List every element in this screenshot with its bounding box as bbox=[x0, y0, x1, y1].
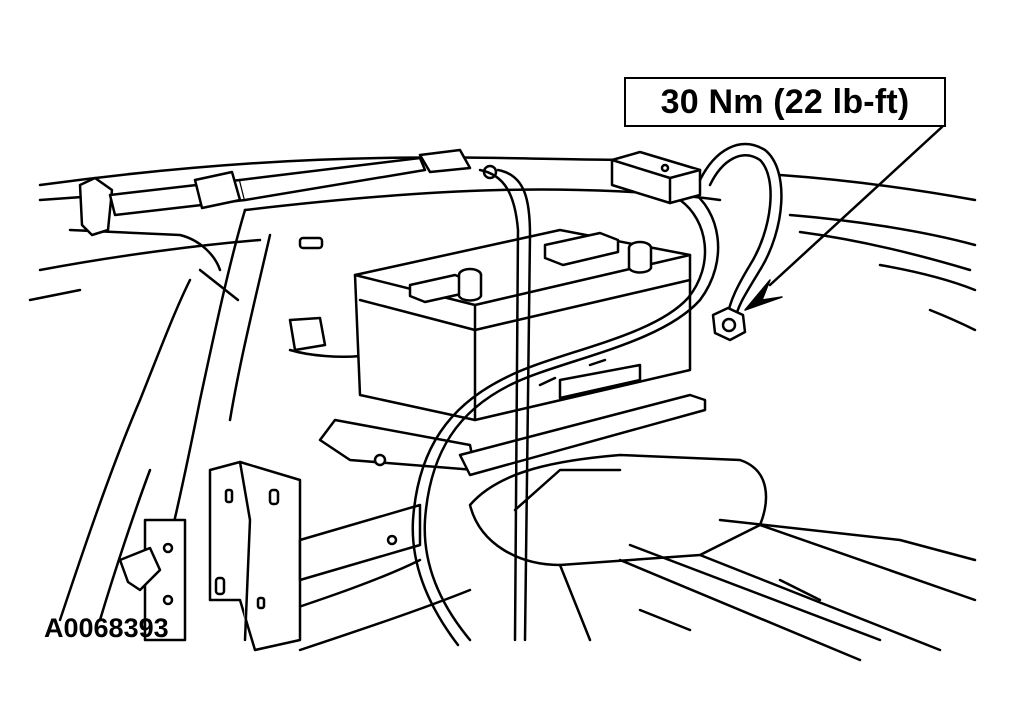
ground-cable-down bbox=[478, 168, 532, 642]
junction-block bbox=[610, 150, 702, 205]
battery-terminal-positive bbox=[627, 240, 653, 274]
ground-wire-loop bbox=[698, 142, 783, 322]
positive-cable bbox=[411, 188, 720, 647]
mounting-bracket bbox=[118, 460, 422, 652]
fender-cable bbox=[78, 148, 498, 237]
ground-nut bbox=[711, 306, 747, 342]
callout-leader bbox=[744, 125, 944, 311]
battery-terminal-negative bbox=[457, 267, 483, 302]
torque-specification-callout: 30 Nm (22 lb-ft) bbox=[624, 77, 946, 127]
body-panel-lines bbox=[28, 156, 977, 332]
battery-tray bbox=[318, 363, 707, 477]
figure-id-label: A0068393 bbox=[44, 613, 169, 643]
